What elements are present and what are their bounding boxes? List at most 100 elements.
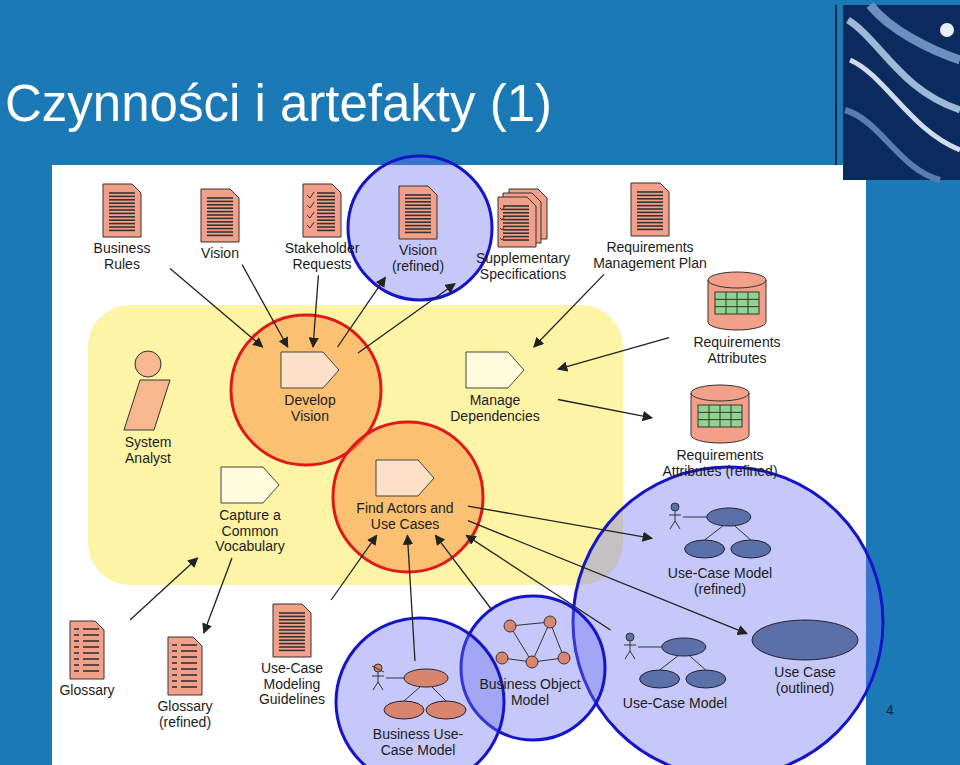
text-line (637, 198, 663, 200)
use-case-ellipse (662, 638, 706, 656)
text-line (279, 619, 305, 621)
business-object (496, 652, 508, 664)
text-line (279, 633, 305, 635)
text-line (83, 628, 99, 630)
actor-body (372, 672, 384, 690)
text-line (637, 191, 663, 193)
flow-arrow (558, 399, 652, 417)
table-grid (698, 405, 742, 427)
act2-icon (219, 465, 281, 505)
text-line (405, 225, 431, 227)
flow-arrow (170, 268, 263, 347)
text-line (83, 652, 99, 654)
document-sheet (303, 184, 341, 237)
check-mark (500, 216, 505, 220)
text-line (109, 226, 135, 228)
text-line (503, 209, 529, 211)
db-icon (689, 383, 751, 445)
use-case-ellipse (384, 701, 424, 719)
logo-ground (843, 5, 960, 180)
text-line (637, 205, 663, 207)
check-mark (307, 192, 314, 198)
flow-arrow (313, 275, 318, 347)
node-label: System Analyst (108, 435, 188, 466)
document-sheet (168, 637, 202, 695)
grid-line (698, 419, 742, 420)
artifact-node: Business Rules (77, 183, 167, 272)
text-line (181, 674, 197, 676)
text-line (74, 628, 79, 630)
check-mark (307, 212, 314, 218)
text-line (109, 202, 135, 204)
text-line (109, 230, 135, 232)
actor-head (135, 351, 161, 377)
doc-icon (200, 188, 240, 243)
grid-line (737, 292, 738, 314)
document-sheet (631, 183, 669, 236)
check-mark (500, 226, 505, 230)
flow-arrow (358, 284, 455, 353)
node-label: Glossary (47, 683, 127, 699)
text-line (207, 224, 233, 226)
text-line (503, 215, 529, 217)
artifact-node: Use Case (outlined) (750, 618, 860, 696)
grid-line (731, 405, 732, 427)
artifact-node: Supplementary Specifications (458, 188, 588, 282)
artifact-node: Requirements Management Plan (588, 182, 713, 271)
actor-body (624, 641, 636, 659)
text-line (503, 212, 529, 214)
divider-line (835, 5, 837, 165)
artifact-node: Requirements Attributes (refined) (655, 383, 785, 479)
gloss-icon (69, 620, 105, 680)
text-line (279, 626, 305, 628)
node-label: Requirements Attributes (672, 335, 802, 366)
actor-body (669, 511, 681, 529)
text-line (637, 195, 663, 197)
page-number: 4 (886, 702, 894, 718)
text-line (109, 209, 135, 211)
text-line (172, 662, 177, 664)
document-sheet (498, 197, 536, 247)
artifact-node: Use-Case Modeling Guidelines (237, 603, 347, 708)
artifact-node: Glossary (refined) (145, 636, 225, 730)
text-line (74, 640, 79, 642)
flow-arrow (331, 535, 377, 600)
text-line (279, 639, 305, 641)
text-line (317, 230, 335, 232)
text-line (83, 640, 99, 642)
text-line (207, 207, 233, 209)
ucm-icon (620, 633, 730, 693)
highlight-circle (336, 618, 504, 765)
use-case-ellipse (707, 508, 751, 526)
logo-dot (940, 23, 954, 37)
logo-swirl (845, 110, 940, 180)
text-line (83, 634, 99, 636)
text-line (74, 652, 79, 654)
document-sheet (103, 184, 141, 237)
doc-icon (398, 185, 438, 240)
flow-arrow (558, 338, 669, 370)
flow-arrow (338, 277, 386, 347)
artifact-node: System Analyst (108, 350, 188, 466)
node-label: Requirements Management Plan (588, 240, 713, 271)
node-label: Find Actors and Use Cases (345, 501, 465, 532)
text-line (172, 674, 177, 676)
business-object (526, 656, 538, 668)
text-line (279, 629, 305, 631)
text-line (207, 235, 233, 237)
flow-arrow (407, 535, 415, 661)
text-line (637, 212, 663, 214)
node-label: Use Case (outlined) (750, 665, 860, 696)
business-slash (372, 666, 384, 672)
logo-swirl (850, 60, 960, 150)
text-line (279, 643, 305, 645)
text-line (279, 612, 305, 614)
flow-arrow (468, 506, 652, 538)
grid-line (715, 306, 759, 307)
text-line (405, 215, 431, 217)
check-mark (500, 206, 505, 210)
ucm-icon (665, 503, 775, 563)
text-line (637, 229, 663, 231)
document-sheet (201, 189, 239, 242)
text-line (317, 223, 335, 225)
